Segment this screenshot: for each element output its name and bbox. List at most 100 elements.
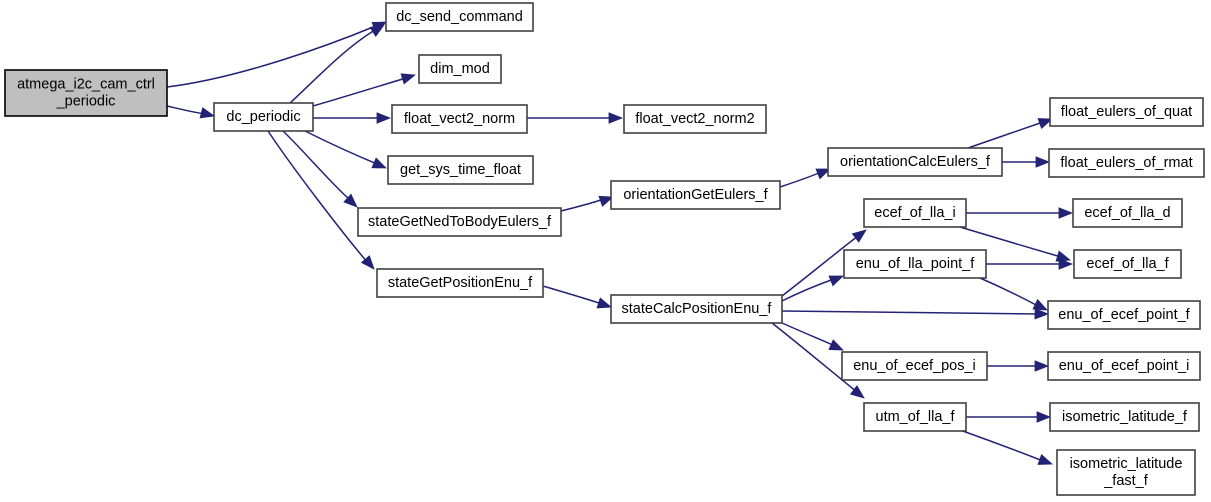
arrowhead-icon [1037,118,1054,130]
edges-layer [166,21,1074,465]
arrowhead-icon [828,339,844,351]
graph-node-enu-of-ecef-point-i[interactable]: enu_of_ecef_point_i [1047,351,1201,381]
nodes-layer: atmega_i2c_cam_ctrl_periodic dc_periodic d… [4,2,1205,496]
arrowhead-icon [596,297,613,309]
node-box[interactable] [1049,402,1200,432]
arrowhead-icon [851,229,867,243]
call-edge-n19-to-n20 [987,360,1050,372]
node-box[interactable] [385,2,534,32]
graph-node-orientationgeteulers-f[interactable]: orientationGetEulers_f [610,180,781,210]
call-edge-n10-to-n19 [781,322,844,351]
arrowhead-icon [1032,298,1048,311]
node-box[interactable] [610,180,781,210]
graph-node-enu-of-ecef-pos-i[interactable]: enu_of_ecef_pos_i [841,351,988,381]
arrowhead-icon [598,195,615,207]
node-box[interactable] [863,402,967,432]
graph-node-stategetnedtobodyeulers-f[interactable]: stateGetNedToBodyEulers_f [357,207,562,237]
node-box[interactable] [1073,249,1182,279]
call-edge-n1-to-n6 [282,130,358,208]
node-box[interactable] [843,249,987,279]
graph-node-ecef-of-lla-i[interactable]: ecef_of_lla_i [863,198,967,228]
call-edge-n21-to-n22 [965,411,1052,423]
call-edge-n14-to-n15 [966,207,1074,219]
graph-node-float-vect2-norm2[interactable]: float_vect2_norm2 [623,104,767,134]
node-label: stateGetPositionEnu_f [388,275,533,291]
node-label: dc_send_command [396,9,523,25]
graph-node-float-vect2-norm[interactable]: float_vect2_norm [391,104,528,134]
node-box[interactable] [827,147,1003,177]
node-label: stateCalcPositionEnu_f [622,301,773,317]
arrowhead-icon [1034,360,1050,372]
call-edge-n9-to-n11 [779,168,831,188]
graph-node-enu-of-ecef-point-f[interactable]: enu_of_ecef_point_f [1047,300,1201,330]
node-label: get_sys_time_float [400,162,521,178]
edge-line [781,322,836,347]
node-box[interactable] [418,54,502,84]
node-box[interactable] [863,198,967,228]
node-label: enu_of_ecef_pos_i [853,358,976,374]
edge-line [560,198,605,212]
call-edge-n11-to-n13 [1002,156,1051,168]
arrowhead-icon [1036,411,1052,423]
node-box[interactable] [1056,449,1196,496]
graph-node-get-sys-time-float[interactable]: get_sys_time_float [387,155,534,185]
arrowhead-icon [1035,156,1051,168]
arrowhead-icon [369,24,385,38]
edge-line [779,171,822,188]
node-label: float_vect2_norm2 [635,111,754,127]
node-box[interactable] [841,351,988,381]
arrowhead-icon [360,255,375,270]
edge-line [781,278,835,302]
node-label: float_eulers_of_rmat [1060,155,1192,171]
node-label: orientationCalcEulers_f [840,154,991,170]
node-box[interactable] [1047,351,1201,381]
node-box[interactable] [1047,300,1201,330]
node-box[interactable] [623,104,767,134]
node-box[interactable] [357,207,562,237]
graph-node-stategetpositionenu-f[interactable]: stateGetPositionEnu_f [376,268,544,298]
node-label: enu_of_lla_point_f [856,256,975,272]
graph-node-ecef-of-lla-f[interactable]: ecef_of_lla_f [1073,249,1182,279]
graph-node-ecef-of-lla-d[interactable]: ecef_of_lla_d [1072,198,1183,228]
edge-line [959,429,1044,462]
arrowhead-icon [849,385,865,399]
edge-line [289,29,376,104]
node-label: enu_of_ecef_point_i [1059,358,1190,374]
edge-line [312,77,407,107]
node-box[interactable] [610,294,783,324]
node-box[interactable] [1048,148,1205,178]
call-edge-n16-to-n17 [986,258,1074,270]
call-edge-n4-to-n8 [527,112,624,124]
node-box[interactable] [387,155,534,185]
node-label: dc_periodic [226,109,300,125]
graph-node-float-eulers-of-quat[interactable]: float_eulers_of_quat [1049,97,1204,127]
call-edge-n10-to-n16 [781,275,844,302]
graph-node-isometric-latitude-f[interactable]: isometric_latitude_f [1049,402,1200,432]
graph-node-utm-of-lla-f[interactable]: utm_of_lla_f [863,402,967,432]
node-box[interactable] [4,69,168,117]
call-edge-n0-to-n1 [166,105,216,119]
graph-node-enu-of-lla-point-f[interactable]: enu_of_lla_point_f [843,249,987,279]
graph-node-dc-periodic[interactable]: dc_periodic [213,102,314,132]
node-box[interactable] [1049,97,1204,127]
node-box[interactable] [391,104,528,134]
graph-node-dc-send-command[interactable]: dc_send_command [385,2,534,32]
graph-node-statecalcpositionenu-f[interactable]: stateCalcPositionEnu_f [610,294,783,324]
node-label: atmega_i2c_cam_ctrl_periodic [17,76,155,109]
arrowhead-icon [815,168,831,180]
call-edge-n1-to-n2 [289,24,385,104]
graph-node-isometric-latitude-fast-f[interactable]: isometric_latitude_fast_f [1056,449,1196,496]
graph-node-float-eulers-of-rmat[interactable]: float_eulers_of_rmat [1048,148,1205,178]
arrowhead-icon [376,112,392,124]
node-box[interactable] [213,102,314,132]
edge-line [967,121,1044,149]
node-box[interactable] [1072,198,1183,228]
arrowhead-icon [1058,258,1074,270]
node-box[interactable] [376,268,544,298]
arrowhead-icon [1034,307,1050,320]
edge-line [304,130,378,165]
arrowhead-icon [400,73,417,85]
graph-node-atmega-i2c-cam-ctrl-periodic[interactable]: atmega_i2c_cam_ctrl_periodic [4,69,168,117]
graph-node-orientationcalceulers-f[interactable]: orientationCalcEulers_f [827,147,1003,177]
graph-node-dim-mod[interactable]: dim_mod [418,54,502,84]
